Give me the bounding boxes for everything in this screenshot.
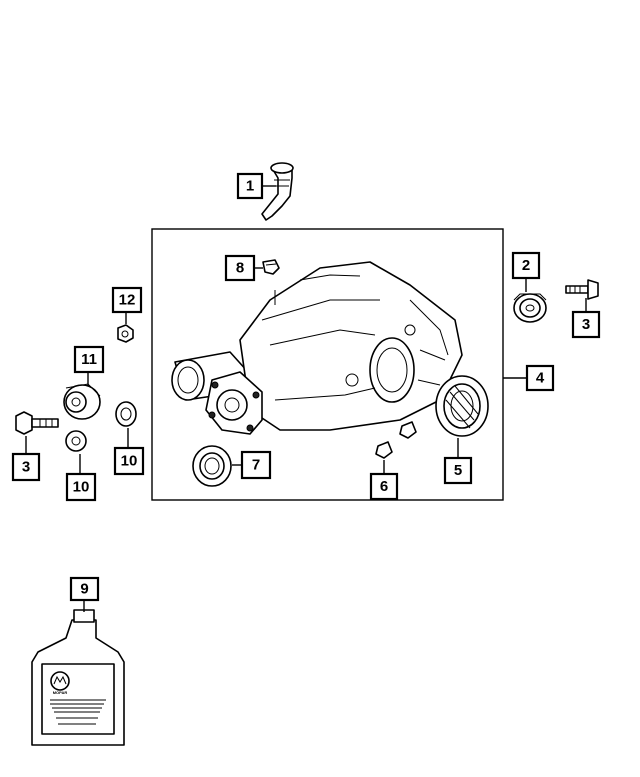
part-bolt-left xyxy=(15,411,59,435)
callout-4[interactable]: 4 xyxy=(525,364,555,392)
callout-8-label: 8 xyxy=(236,260,244,277)
part-bushing-left xyxy=(63,383,101,420)
part-washer-left xyxy=(65,430,87,452)
callout-12[interactable]: 12 xyxy=(111,286,143,314)
callout-6[interactable]: 6 xyxy=(369,472,399,501)
callout-5-label: 5 xyxy=(454,462,462,479)
callout-1[interactable]: 1 xyxy=(236,172,264,200)
part-vent-tube xyxy=(261,162,294,221)
callout-10-left-label: 10 xyxy=(73,479,90,496)
callout-2-label: 2 xyxy=(522,257,530,274)
callout-4-label: 4 xyxy=(536,370,545,387)
callout-8[interactable]: 8 xyxy=(224,254,256,282)
callout-5[interactable]: 5 xyxy=(443,456,473,485)
mopar-logo-icon xyxy=(50,671,70,691)
callout-2[interactable]: 2 xyxy=(511,251,541,280)
callout-11-label: 11 xyxy=(81,351,97,368)
part-nut xyxy=(117,324,134,343)
part-differential-housing xyxy=(171,261,463,435)
callout-3-right-label: 3 xyxy=(582,316,590,333)
callout-10-left[interactable]: 10 xyxy=(65,472,97,502)
part-plugs xyxy=(375,421,417,459)
callout-6-label: 6 xyxy=(380,478,388,495)
callout-9[interactable]: 9 xyxy=(69,576,100,602)
bottle-brand-label: MOPAR xyxy=(53,690,68,695)
callout-3-left-label: 3 xyxy=(22,459,30,476)
callout-12-label: 12 xyxy=(119,292,136,309)
part-washer-right xyxy=(115,401,137,427)
callout-10-right-label: 10 xyxy=(121,453,138,470)
part-bearing-ring xyxy=(435,375,489,437)
callout-11[interactable]: 11 xyxy=(73,345,105,374)
part-bolt-right xyxy=(565,279,599,300)
callout-7[interactable]: 7 xyxy=(240,450,272,480)
callout-7-label: 7 xyxy=(252,457,260,474)
part-oil-bottle: MOPAR xyxy=(31,609,125,746)
part-bushing-right xyxy=(513,293,547,323)
callout-3-left[interactable]: 3 xyxy=(11,452,41,482)
callout-3-right[interactable]: 3 xyxy=(571,310,601,339)
part-seal xyxy=(192,445,232,487)
callout-1-label: 1 xyxy=(246,178,254,195)
callout-9-label: 9 xyxy=(80,581,88,598)
part-clip xyxy=(262,259,280,275)
callout-10-right[interactable]: 10 xyxy=(113,446,145,476)
assembly-frame xyxy=(151,228,504,501)
